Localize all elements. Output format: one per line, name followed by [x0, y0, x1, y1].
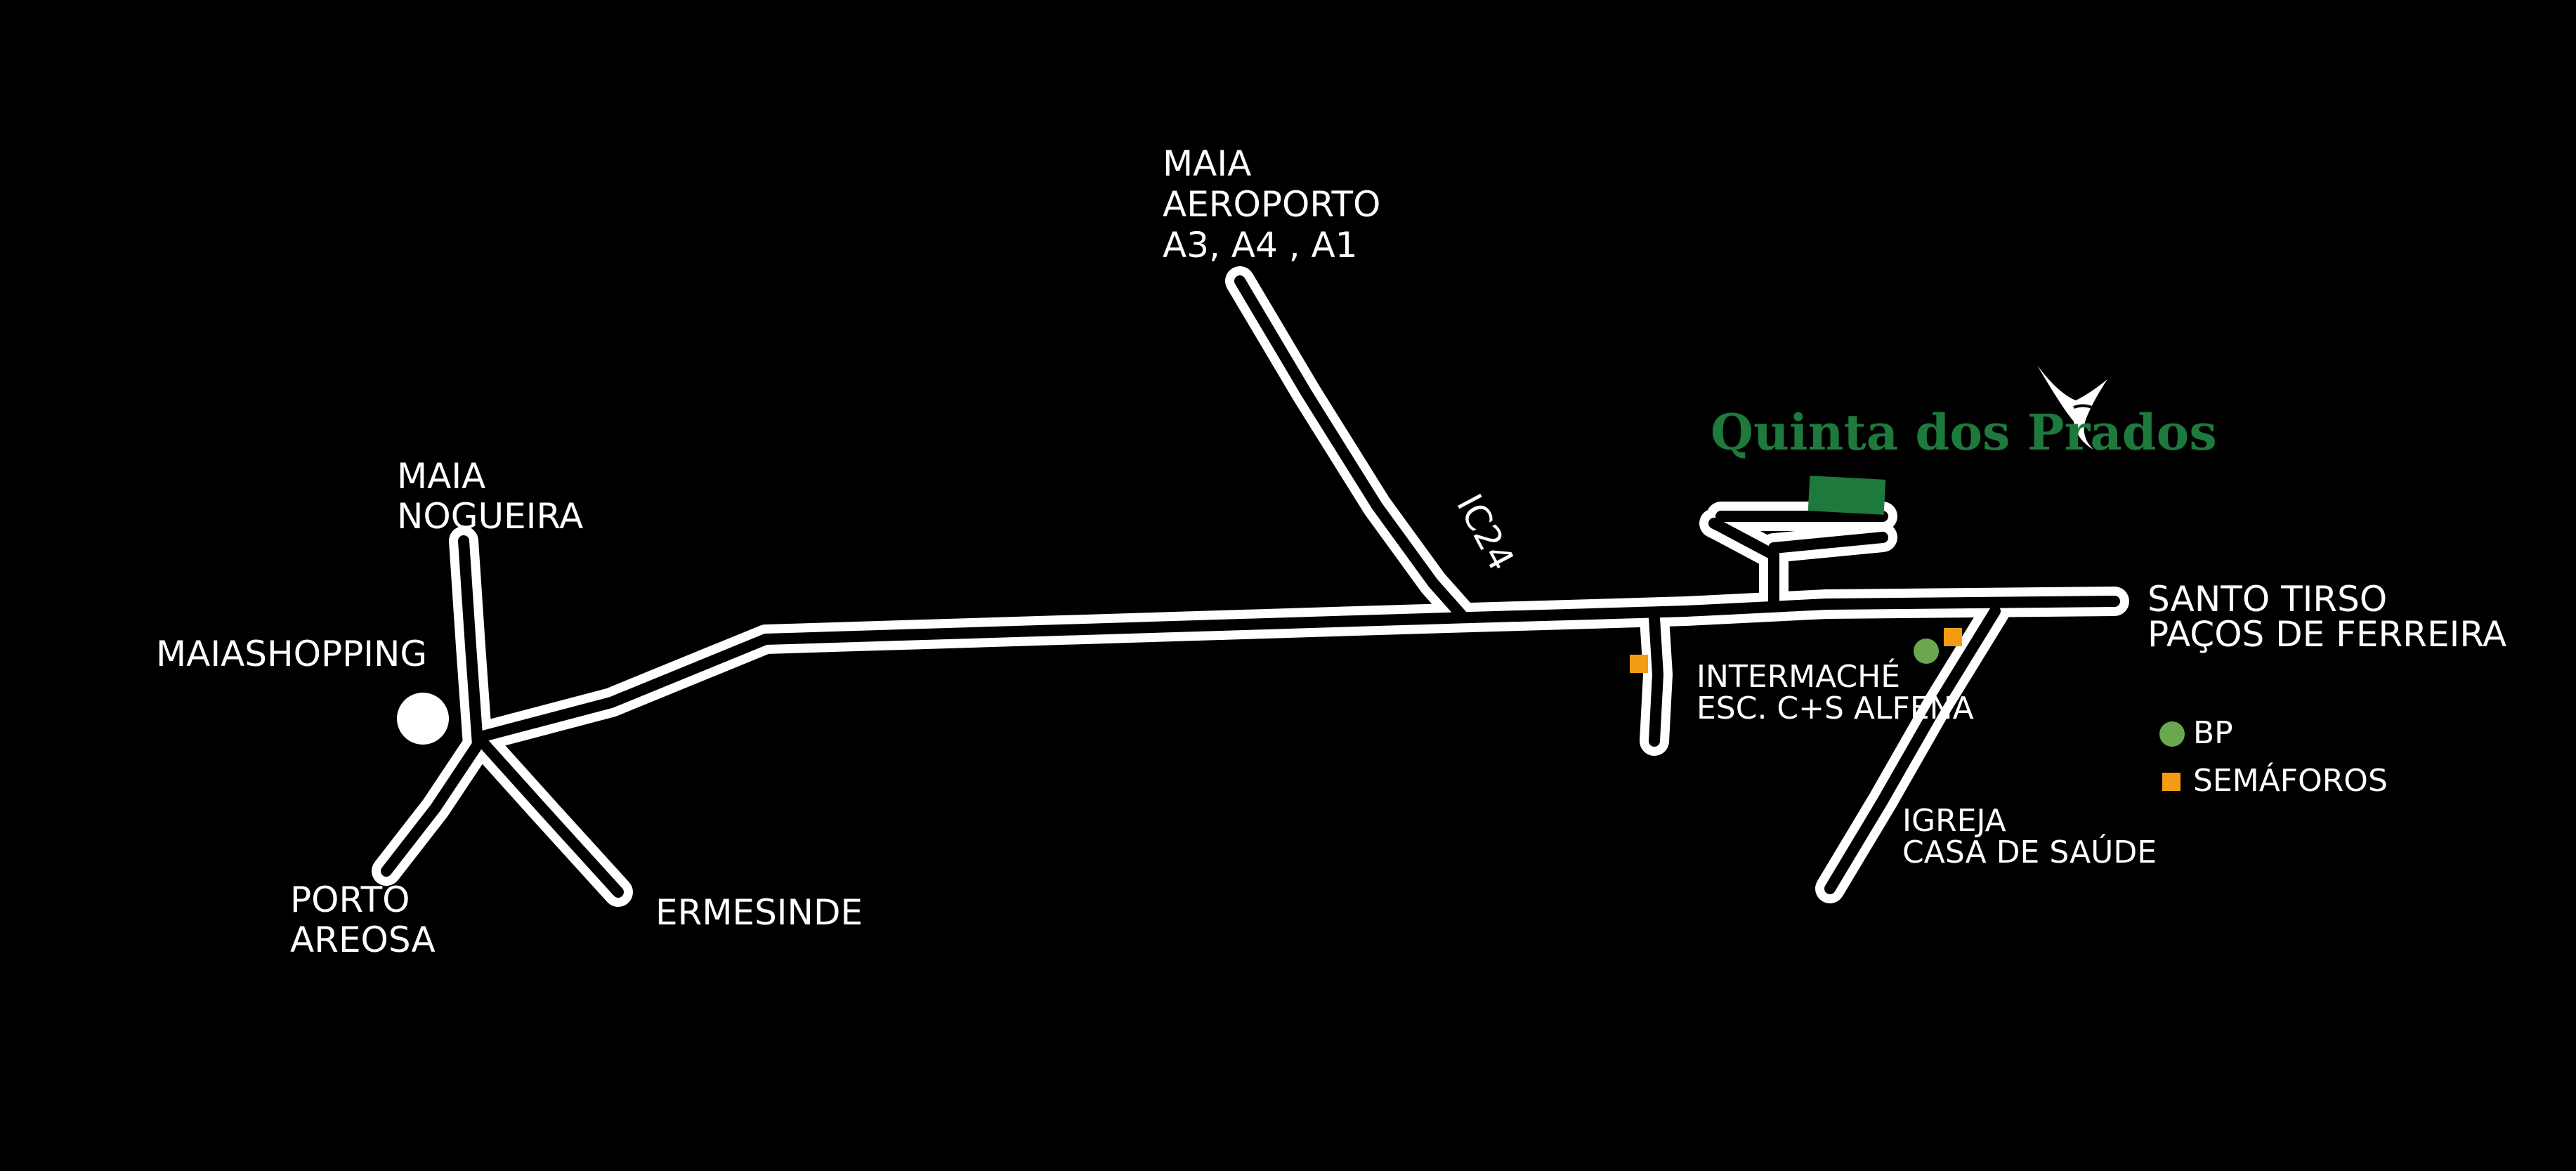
- traffic-light-marker: [1630, 655, 1648, 673]
- maia-aeroporto-line2: AEROPORTO: [1163, 184, 1380, 225]
- porto-areosa-line1: PORTO: [290, 879, 410, 920]
- roads-inner: [381, 275, 2120, 898]
- destination-name: Quinta dos Prados: [1711, 403, 2217, 462]
- maia-nogueira-line2: NOGUEIRA: [397, 496, 583, 537]
- quinta-dos-prados-building: [1807, 476, 1886, 515]
- maiashopping-marker: [397, 693, 449, 745]
- legend-traffic-light-marker: [2162, 773, 2181, 791]
- intermache-line1: INTERMACHÉ: [1696, 658, 1900, 695]
- bird-icon: [2037, 365, 2107, 450]
- bp-marker: [1914, 639, 1939, 664]
- legend: BP SEMÁFOROS: [2159, 715, 2388, 799]
- ermesinde-label: ERMESINDE: [655, 892, 863, 933]
- igreja-line2: CASA DE SAÚDE: [1902, 833, 2157, 870]
- legend-semaforos-label: SEMÁFOROS: [2193, 761, 2388, 799]
- legend-bp-label: BP: [2193, 715, 2233, 751]
- igreja-line1: IGREJA: [1902, 803, 2006, 839]
- traffic-light-marker: [1944, 628, 1962, 646]
- maiashopping-label: MAIASHOPPING: [156, 634, 427, 674]
- maia-aeroporto-line1: MAIA: [1163, 143, 1251, 184]
- maia-nogueira-line1: MAIA: [397, 456, 485, 497]
- santo-tirso-line2: PAÇOS DE FERREIRA: [2147, 614, 2506, 655]
- intermache-line2: ESC. C+S ALFENA: [1696, 691, 1974, 726]
- santo-tirso-line1: SANTO TIRSO: [2147, 579, 2387, 620]
- maia-aeroporto-line3: A3, A4 , A1: [1163, 225, 1358, 266]
- legend-bp-marker: [2159, 721, 2185, 747]
- porto-areosa-line2: AREOSA: [290, 920, 436, 960]
